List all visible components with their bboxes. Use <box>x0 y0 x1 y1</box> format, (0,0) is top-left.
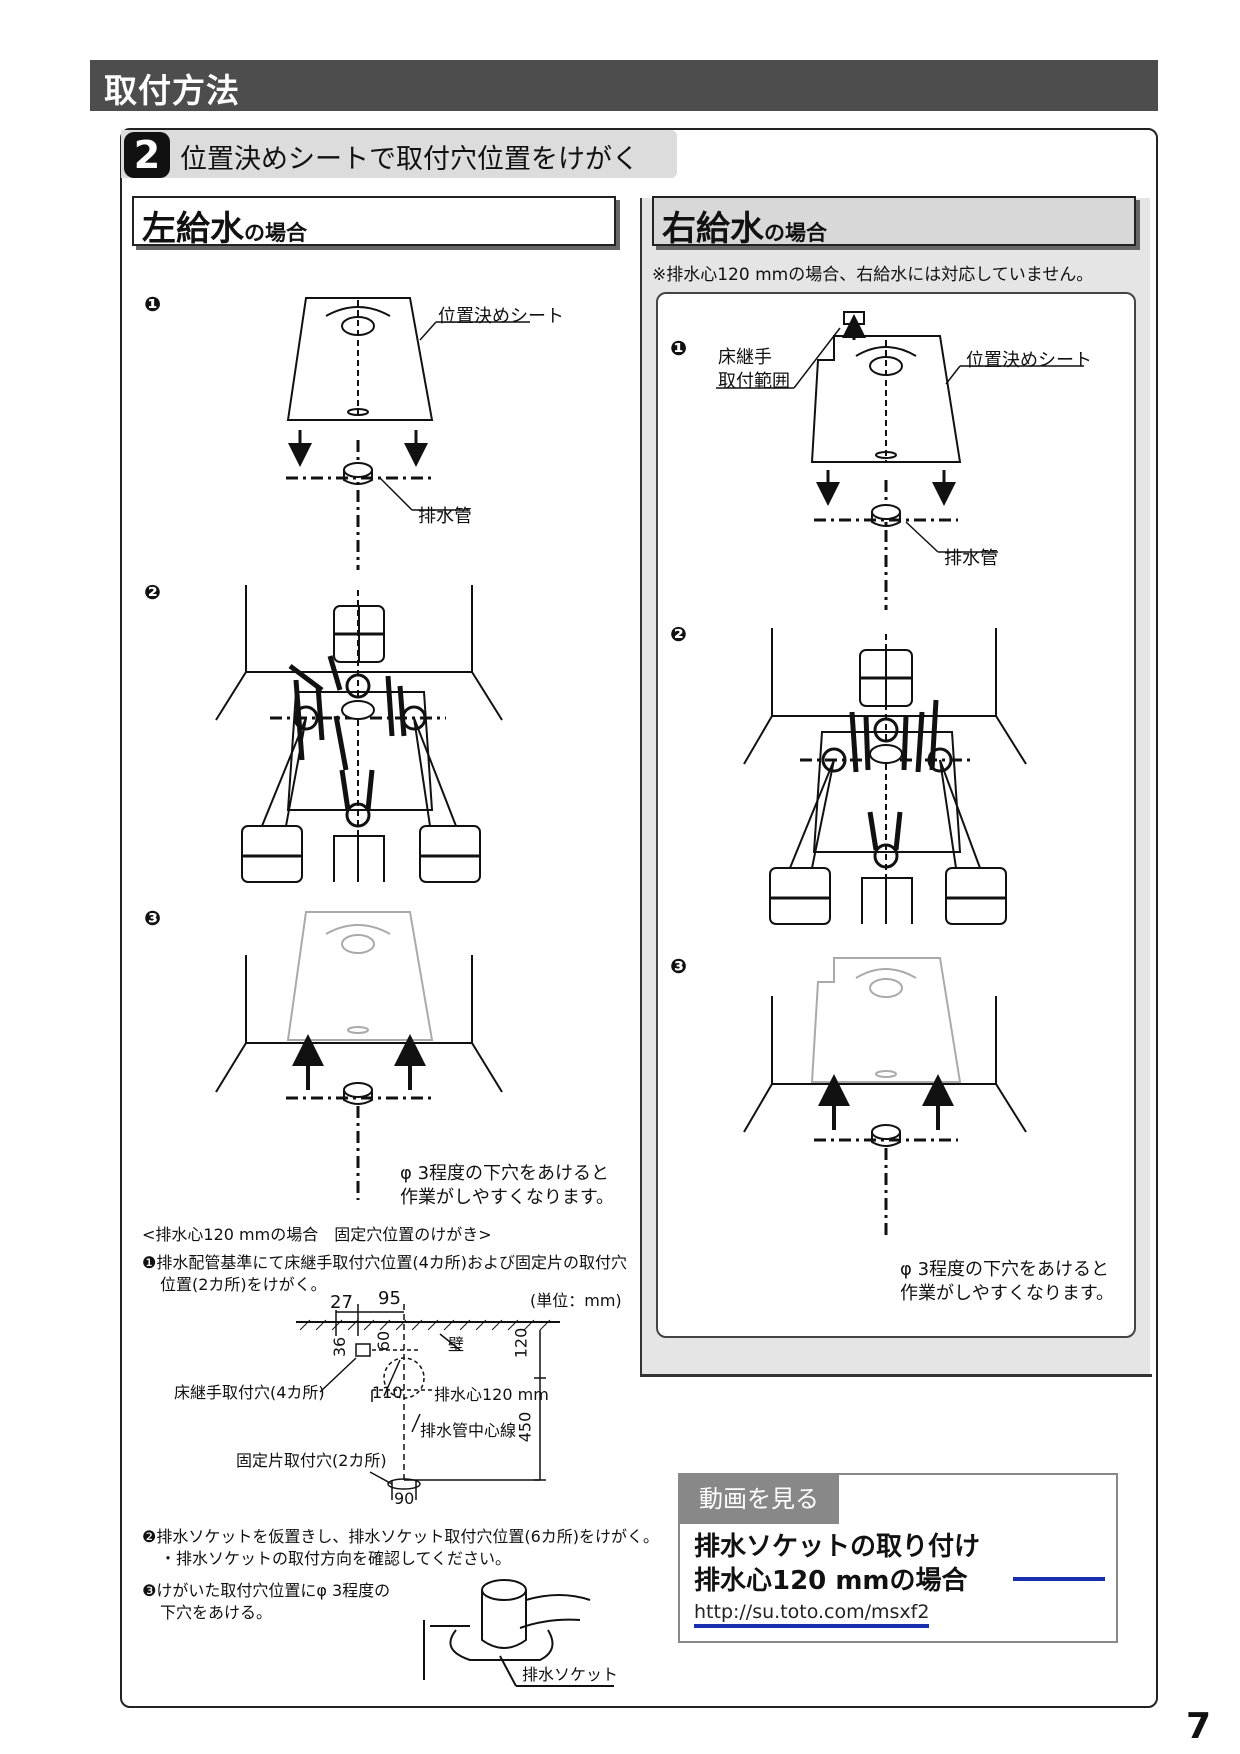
left-step2-line-2: ・排水ソケットの取付方向を確認してください。 <box>160 1549 512 1568</box>
left-marker-1: ❶ <box>144 292 161 316</box>
right-marker-3: ❸ <box>670 954 687 978</box>
step-title: 位置決めシートで取付穴位置をけがく <box>180 144 639 175</box>
left-diagram-2 <box>215 585 503 883</box>
right-marker-2: ❷ <box>670 622 687 646</box>
right-panel-border-left <box>640 198 642 1376</box>
left-marker-3: ❸ <box>144 906 161 930</box>
left-marker-2: ❷ <box>144 580 161 604</box>
right-sheet-label: 位置決めシート <box>966 350 1092 371</box>
left-diagram-1 <box>286 297 530 570</box>
right-section-title: 右給水の場合 <box>662 201 827 250</box>
right-joint-line-2: 取付範囲 <box>718 371 790 392</box>
left-title-suffix: の場合 <box>244 221 307 245</box>
wall-label: 壁 <box>448 1335 465 1354</box>
right-drain-label: 排水管 <box>944 548 998 569</box>
step-band <box>121 130 677 178</box>
left-step2-line-1: ❷排水ソケットを仮置きし、排水ソケット取付穴位置(6カ所)をけがく。 <box>142 1527 660 1546</box>
dim-110: 110 <box>372 1383 403 1402</box>
video-title-line-2: 排水心120 mmの場合 <box>694 1566 968 1596</box>
content-frame <box>120 128 1158 1708</box>
video-title-line-1: 排水ソケットの取り付け <box>694 1532 981 1562</box>
fix-holes-label: 固定片取付穴(2カ所) <box>236 1451 387 1470</box>
left-subtitle: <排水心120 mmの場合 固定穴位置のけがき> <box>142 1225 492 1244</box>
page-title: 取付方法 <box>104 71 240 110</box>
left-sheet-label: 位置決めシート <box>438 306 564 327</box>
video-title: 排水ソケットの取り付け 排水心120 mmの場合 <box>694 1530 980 1598</box>
left-step1-line-1: ❶排水配管基準にて床継手取付穴位置(4カ所)および固定片の取付穴 <box>142 1253 628 1272</box>
left-section-title: 左給水の場合 <box>142 201 307 250</box>
left-step3-line-2: 下穴をあける。 <box>160 1603 273 1622</box>
left-dimension-diagram <box>296 1304 560 1500</box>
page-number: 7 <box>1186 1706 1212 1747</box>
right-hint-line-2: 作業がしやすくなります。 <box>900 1283 1115 1304</box>
left-section-header <box>132 196 616 246</box>
right-joint-line-1: 床継手 <box>718 347 772 368</box>
socket-label: 排水ソケット <box>522 1665 619 1684</box>
left-title-text: 左給水 <box>142 209 244 249</box>
right-note: ※排水心120 mmの場合、右給水には対応していません。 <box>652 265 1094 285</box>
dim-36: 36 <box>330 1336 350 1358</box>
right-panel-border-bottom <box>640 1374 1152 1377</box>
left-drain-label: 排水管 <box>418 506 472 527</box>
dim-27: 27 <box>330 1292 353 1313</box>
left-step2: ❷排水ソケットを仮置きし、排水ソケット取付穴位置(6カ所)をけがく。 ・排水ソケ… <box>142 1526 659 1570</box>
right-diagram-1 <box>716 311 1084 610</box>
right-title-text: 右給水 <box>662 209 764 249</box>
qr-underline <box>1013 1577 1105 1581</box>
header-bar <box>90 60 1158 111</box>
right-joint-label: 床継手 取付範囲 <box>718 346 790 394</box>
right-diagram-2 <box>743 628 1027 925</box>
left-step3-line-1: ❸けがいた取付穴位置にφ 3程度の <box>142 1581 391 1600</box>
unit-label: (単位：mm) <box>530 1291 622 1310</box>
left-step1: ❶排水配管基準にて床継手取付穴位置(4カ所)および固定片の取付穴 位置(2カ所)… <box>142 1252 627 1296</box>
right-marker-1: ❶ <box>670 336 687 360</box>
step-number-badge: 2 <box>124 132 170 178</box>
left-hint-line-1: φ 3程度の下穴をあけると <box>400 1163 610 1184</box>
right-title-suffix: の場合 <box>764 221 827 245</box>
drain-center-line-label: 排水管中心線 <box>420 1421 517 1440</box>
right-hint: φ 3程度の下穴をあけると 作業がしやすくなります。 <box>900 1258 1114 1306</box>
dim-95: 95 <box>378 1288 401 1309</box>
left-hint: φ 3程度の下穴をあけると 作業がしやすくなります。 <box>400 1162 614 1210</box>
dim-450: 450 <box>515 1411 535 1443</box>
right-hint-line-1: φ 3程度の下穴をあけると <box>900 1259 1110 1280</box>
right-section-header <box>652 196 1136 246</box>
left-diagram-3 <box>215 911 503 1200</box>
left-step3: ❸けがいた取付穴位置にφ 3程度の 下穴をあける。 <box>142 1580 390 1624</box>
dim-120: 120 <box>511 1327 531 1359</box>
socket-illustration <box>423 1579 614 1687</box>
video-url-link[interactable]: http://su.toto.com/msxf2 <box>694 1601 930 1628</box>
right-inner-box <box>656 292 1136 1338</box>
left-step1-line-2: 位置(2カ所)をけがく。 <box>160 1275 327 1294</box>
left-hint-line-2: 作業がしやすくなります。 <box>400 1187 615 1208</box>
dim-60: 60 <box>374 1330 394 1352</box>
floor-holes-label: 床継手取付穴(4カ所) <box>174 1383 325 1402</box>
right-diagram-3 <box>743 957 1027 1240</box>
dim-90: 90 <box>394 1489 415 1508</box>
video-tab: 動画を見る <box>679 1474 839 1524</box>
drain-center-label: 排水心120 mm <box>434 1385 549 1404</box>
